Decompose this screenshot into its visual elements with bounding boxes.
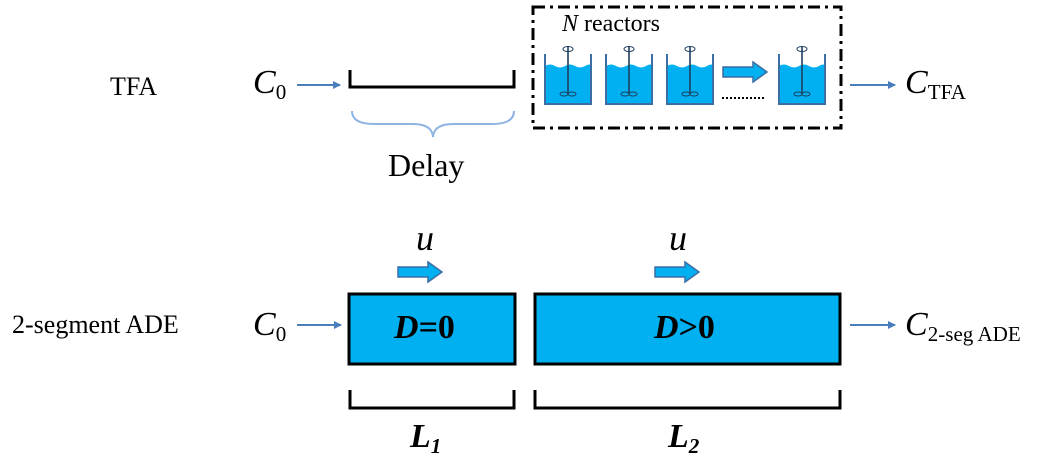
segment-1-label: D=0 [394,309,455,346]
ade-output-label: C2-seg ADE [905,306,1021,346]
velocity-label-2: u [669,218,687,258]
delay-brace [351,110,515,138]
tfa-row-label: TFA [110,72,158,101]
flow-arrow-icon [654,261,700,283]
mixer-reactor-icon [605,45,653,105]
flow-arrow-icon [397,261,443,283]
flow-arrow-icon [722,61,768,83]
segment-2-box [533,292,842,366]
length-2-label: L2 [668,418,700,458]
reactors-box [531,5,843,130]
ade-row-label: 2-segment ADE [12,310,179,339]
velocity-label-1: u [416,218,434,258]
delay-label: Delay [388,147,465,183]
mixer-reactor-icon [544,45,592,105]
reactors-label: N reactors [562,11,660,37]
mixer-reactor-icon [778,45,826,105]
delay-bracket [348,70,516,89]
mixer-reactor-icon [666,45,714,105]
segment-2-label: D>0 [654,309,715,346]
length-1-label: L1 [410,418,442,458]
tfa-input-label: C0 [253,64,287,104]
length-1-bracket [348,390,516,410]
length-2-bracket [533,390,842,410]
segment-1-box [347,292,517,366]
ade-input-label: C0 [253,306,287,346]
tfa-output-label: CTFA [905,64,966,104]
